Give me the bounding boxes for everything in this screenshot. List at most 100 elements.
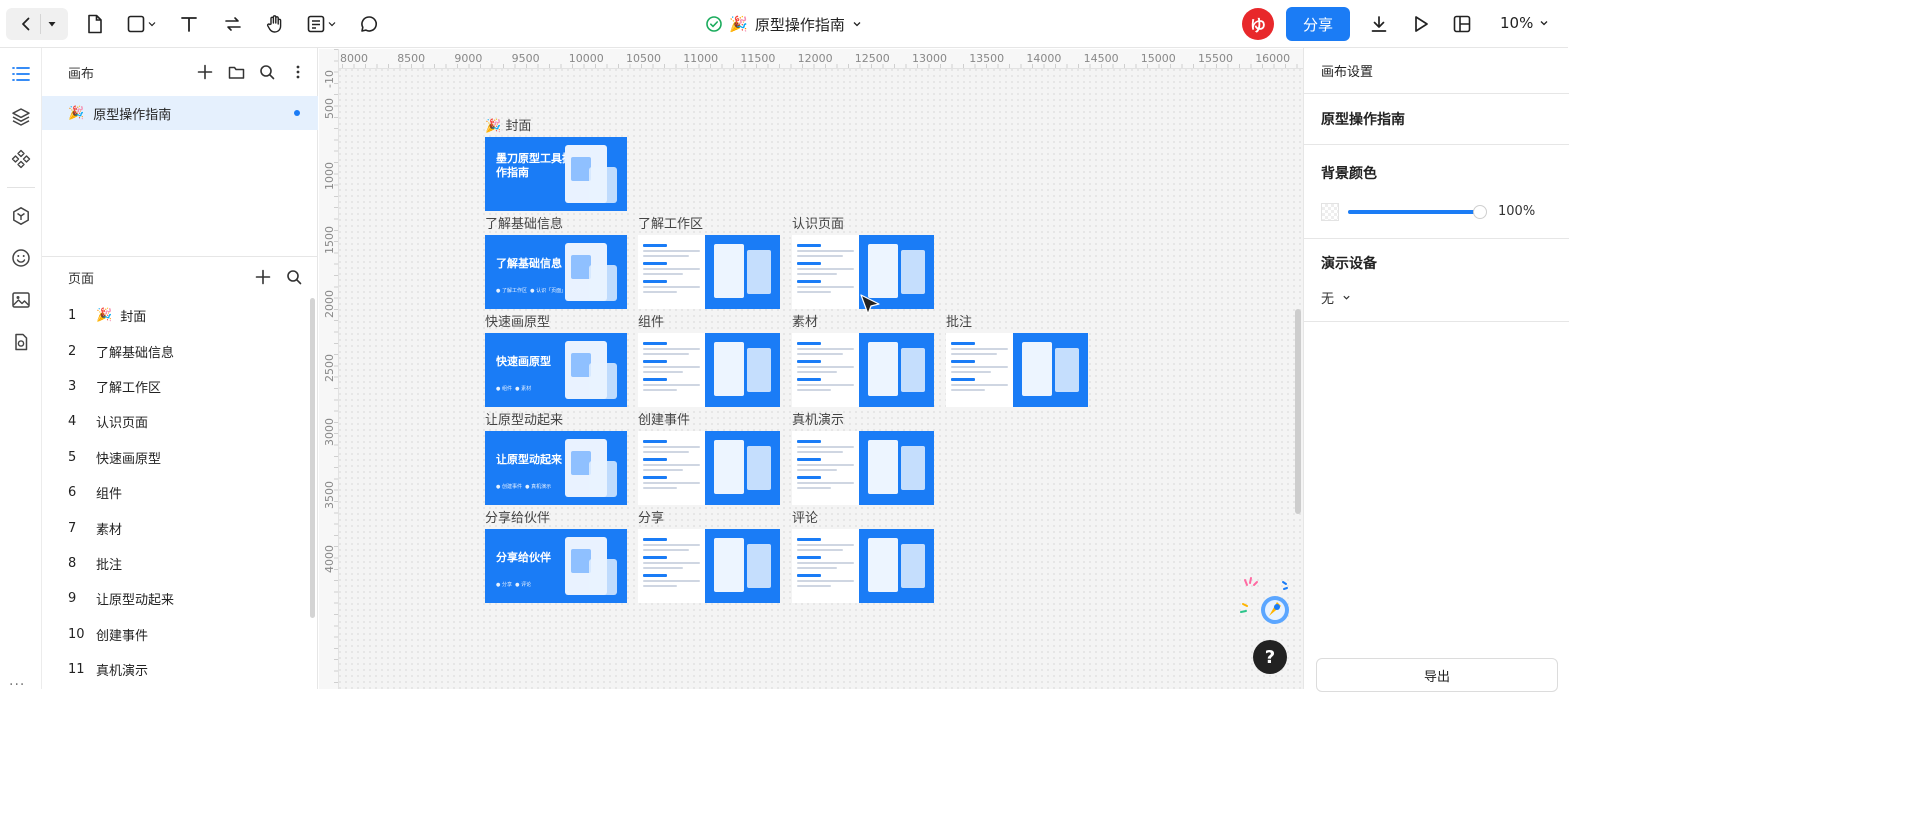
export-button[interactable]: 导出 — [1316, 658, 1558, 692]
frame-thumbnail[interactable]: 墨刀原型工具操作指南 — [485, 137, 627, 211]
rail-images-button[interactable] — [7, 286, 35, 314]
canvas-vertical-scrollbar[interactable] — [1295, 309, 1301, 514]
rail-materials-button[interactable] — [7, 202, 35, 230]
document-title[interactable]: 🎉 原型操作指南 — [706, 14, 862, 35]
frame-title[interactable]: 素材 — [792, 311, 818, 330]
interaction-icon — [225, 17, 241, 31]
frame-title[interactable]: 认识页面 — [792, 213, 844, 232]
frame-title[interactable]: 批注 — [946, 311, 972, 330]
help-button[interactable]: ? — [1253, 640, 1287, 674]
rail-components-button[interactable] — [7, 145, 35, 173]
folder-icon[interactable] — [226, 62, 246, 82]
cover-mockup-detail — [571, 549, 591, 573]
background-color-swatch[interactable] — [1321, 203, 1339, 221]
frame-thumbnail[interactable]: 分享给伙伴● 分享 ● 评论 — [485, 529, 627, 603]
content-image-block — [705, 529, 780, 603]
avatar[interactable]: ゆ — [1242, 8, 1274, 40]
comment-tool-button[interactable] — [358, 8, 380, 40]
page-list-scrollbar[interactable] — [310, 298, 315, 618]
search-icon[interactable] — [257, 62, 277, 82]
slider-knob[interactable] — [1473, 205, 1487, 219]
play-icon — [1415, 16, 1428, 32]
page-list-item[interactable]: 1🎉封面 — [42, 298, 318, 333]
frame-thumbnail[interactable]: 快速画原型● 组件 ● 素材 — [485, 333, 627, 407]
more-vertical-icon[interactable] — [288, 62, 308, 82]
rail-more-icon[interactable]: ... — [9, 673, 26, 689]
frame-title[interactable]: 评论 — [792, 507, 818, 526]
frame-title[interactable]: 真机演示 — [792, 409, 844, 428]
rail-pages-button[interactable] — [7, 60, 35, 88]
page-tool-button[interactable] — [84, 8, 106, 40]
top-toolbar: 🎉 原型操作指南 ゆ 分享 10% — [0, 0, 1568, 48]
frame-thumbnail[interactable] — [792, 431, 934, 505]
cover-title-text: 分享给伙伴 — [496, 551, 551, 564]
note-tool-button[interactable] — [302, 8, 340, 40]
zoom-select[interactable]: 10% — [1500, 14, 1549, 32]
link-tool-button[interactable] — [222, 8, 244, 40]
frame-title[interactable]: 快速画原型 — [485, 311, 550, 330]
frame-thumbnail[interactable] — [638, 235, 780, 309]
frame-title[interactable]: 分享 — [638, 507, 664, 526]
rocket-mascot-icon[interactable] — [1239, 576, 1291, 628]
hand-tool-button[interactable] — [264, 8, 286, 40]
back-arrow-icon[interactable] — [18, 16, 34, 32]
frame-title[interactable]: 了解基础信息 — [485, 213, 563, 232]
active-dot-icon — [294, 110, 300, 116]
frame-thumbnail[interactable]: 了解基础信息● 了解工作区 ● 认识「页面」 — [485, 235, 627, 309]
chevron-down-icon — [853, 22, 861, 27]
frame-thumbnail[interactable] — [792, 529, 934, 603]
text-icon — [181, 17, 197, 32]
content-mockup — [901, 250, 925, 294]
add-page-icon[interactable] — [253, 267, 273, 287]
menu-caret-icon[interactable] — [47, 19, 57, 29]
frame-title[interactable]: 创建事件 — [638, 409, 690, 428]
background-opacity-slider[interactable] — [1348, 205, 1487, 219]
list-icon — [12, 67, 30, 81]
rectangle-tool-button[interactable] — [122, 8, 160, 40]
layers-icon — [12, 108, 30, 126]
text-tool-button[interactable] — [178, 8, 200, 40]
frame-title[interactable]: 🎉 封面 — [485, 115, 531, 134]
frame-thumbnail[interactable] — [946, 333, 1088, 407]
frame-thumbnail[interactable] — [638, 431, 780, 505]
back-button-group[interactable] — [6, 8, 68, 40]
frame-thumbnail[interactable] — [638, 529, 780, 603]
frame-title[interactable]: 分享给伙伴 — [485, 507, 550, 526]
rail-layers-button[interactable] — [7, 103, 35, 131]
download-button[interactable] — [1368, 8, 1390, 40]
frame-title[interactable]: 让原型动起来 — [485, 409, 563, 428]
content-mockup — [714, 538, 744, 592]
preview-play-button[interactable] — [1410, 8, 1432, 40]
canvas-settings-header: 画布设置 — [1304, 48, 1569, 94]
page-label: 了解工作区 — [96, 380, 162, 396]
rail-plugins-button[interactable] — [7, 328, 35, 356]
smiley-icon — [12, 249, 30, 267]
rail-icons-button[interactable] — [7, 244, 35, 272]
frame-thumbnail[interactable]: 让原型动起来● 创建事件 ● 真机演示 — [485, 431, 627, 505]
frame-title[interactable]: 组件 — [638, 311, 664, 330]
frame-title[interactable]: 了解工作区 — [638, 213, 703, 232]
frame-thumbnail[interactable] — [638, 333, 780, 407]
canvas-list-item[interactable]: 🎉 原型操作指南 — [42, 96, 318, 130]
presentation-device-select[interactable]: 无 — [1321, 288, 1351, 307]
layout-toggle-button[interactable] — [1450, 8, 1474, 40]
share-button[interactable]: 分享 — [1286, 7, 1350, 41]
panel-divider[interactable] — [42, 256, 318, 257]
ruler-tick-label: 1000 — [323, 162, 336, 191]
cover-pill-1: 分享 — [501, 582, 512, 588]
search-icon[interactable] — [284, 267, 304, 287]
frame-thumbnail[interactable] — [792, 235, 934, 309]
add-canvas-icon[interactable] — [195, 62, 215, 82]
frame-thumbnail[interactable] — [792, 333, 934, 407]
